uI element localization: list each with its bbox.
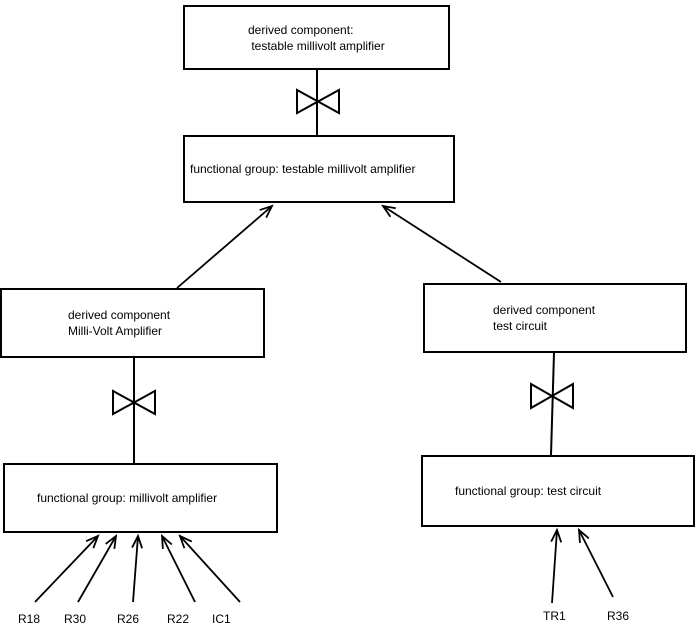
node-label-line2: Milli-Volt Amplifier (68, 324, 163, 338)
arrow-r26 (131, 533, 143, 603)
bowtie-icon (530, 382, 574, 410)
arrow-left-derived-to-top-functional (176, 204, 274, 289)
decomposition-connector-left (112, 358, 156, 463)
arrow-r18 (34, 534, 100, 603)
component-label-ic1: IC1 (212, 612, 231, 626)
arrow-ic1 (178, 534, 241, 603)
node-functional-group-millivolt-amplifier[interactable]: functional group: millivolt amplifier (3, 463, 278, 533)
component-label-r36: R36 (607, 609, 630, 623)
arrow-r22 (160, 533, 196, 603)
node-label: functional group: testable millivolt amp… (190, 162, 416, 176)
node-label-line1: derived component: (248, 22, 354, 37)
component-label-r26: R26 (117, 612, 140, 626)
component-label-r30: R30 (64, 612, 87, 626)
node-derived-milli-volt-amplifier[interactable]: derived component Milli-Volt Amplifier (0, 288, 265, 358)
arrow-right-derived-to-top-functional (381, 204, 502, 283)
node-label-line2: testable millivolt amplifier (248, 38, 385, 53)
node-label-line1: derived component (68, 308, 171, 322)
component-label-r18: R18 (18, 612, 41, 626)
node-functional-group-testable-millivolt-amplifier[interactable]: functional group: testable millivolt amp… (183, 135, 455, 203)
node-derived-testable-millivolt-amplifier[interactable]: derived component: testable millivolt am… (183, 5, 450, 70)
bowtie-icon (112, 389, 156, 416)
node-label: functional group: millivolt amplifier (37, 491, 218, 505)
decomposition-connector-right (530, 352, 574, 456)
component-label-r22: R22 (167, 612, 190, 626)
bowtie-icon (296, 88, 340, 115)
arrow-r30 (77, 533, 118, 603)
node-derived-test-circuit[interactable]: derived component test circuit (423, 283, 687, 353)
node-label-line1: derived component (493, 303, 596, 317)
node-functional-group-test-circuit[interactable]: functional group: test circuit (421, 455, 695, 527)
arrow-r36 (577, 527, 614, 598)
node-label: functional group: test circuit (455, 484, 602, 498)
node-label-line2: test circuit (493, 319, 548, 333)
decomposition-connector-top (296, 70, 340, 135)
arrow-tr1 (550, 527, 563, 604)
component-label-tr1: TR1 (543, 609, 566, 623)
